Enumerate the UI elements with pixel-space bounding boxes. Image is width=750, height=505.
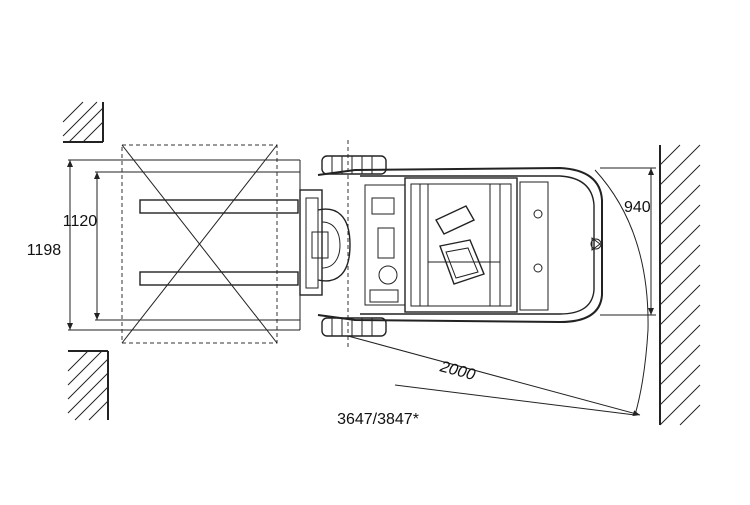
label-3647-3847: 3647/3847* <box>337 411 419 428</box>
turning-arc <box>347 169 649 417</box>
fork-upper <box>139 199 299 214</box>
wall-top-left <box>62 101 104 143</box>
label-2000: 2000 <box>437 358 477 384</box>
load-outline <box>68 159 301 331</box>
label-940: 940 <box>624 199 651 216</box>
forklift-body <box>299 155 603 337</box>
wall-right <box>659 144 701 426</box>
load-pallet <box>121 144 278 344</box>
label-1120: 1120 <box>63 213 98 230</box>
label-1198: 1198 <box>27 242 62 259</box>
wall-bottom-left <box>67 350 109 421</box>
dim-940-line <box>600 167 656 316</box>
fork-lower <box>139 271 299 286</box>
